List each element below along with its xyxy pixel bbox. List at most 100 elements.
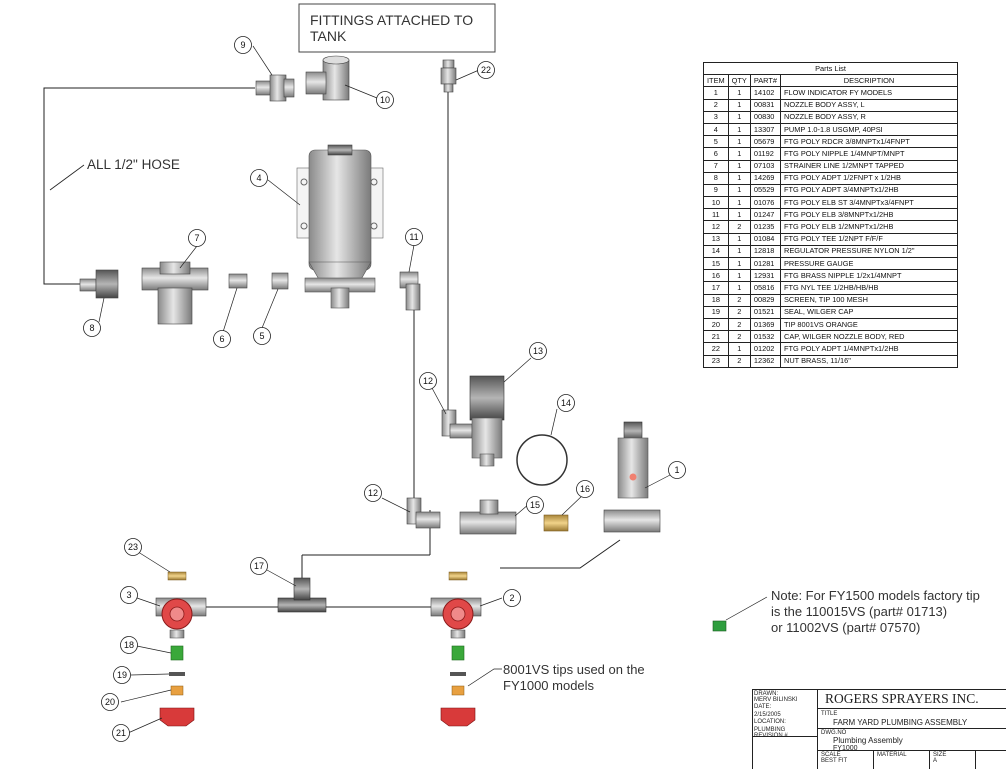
parts-qty: 1 bbox=[727, 147, 751, 161]
parts-description: FTG BRASS NIPPLE 1/2x1/4MNPT bbox=[780, 269, 958, 283]
part-17-tee bbox=[277, 577, 327, 613]
callout-circle bbox=[526, 496, 544, 514]
callout-number: 23 bbox=[128, 542, 138, 552]
parts-description: SCREEN, TIP 100 MESH bbox=[780, 293, 958, 307]
parts-description: SEAL, WILGER CAP bbox=[780, 305, 958, 319]
part-6-nipple bbox=[228, 273, 248, 289]
parts-qty: 2 bbox=[727, 220, 751, 234]
parts-description: FTG POLY NIPPLE 1/4MNPT/MNPT bbox=[780, 147, 958, 161]
parts-number: 12362 bbox=[749, 354, 782, 368]
revision-label: REVISION # bbox=[754, 733, 788, 739]
part-10-street-elbow bbox=[305, 55, 350, 101]
part-8-adapter bbox=[79, 269, 119, 299]
parts-description: FTG POLY ADPT 1/4MNPTx1/2HB bbox=[780, 342, 958, 356]
part-12-elbow-lower bbox=[406, 497, 441, 529]
callout-circle bbox=[112, 724, 130, 742]
note-leader bbox=[725, 596, 768, 621]
callout-circle bbox=[101, 693, 119, 711]
callout-number: 6 bbox=[219, 334, 224, 344]
callout-circle bbox=[376, 91, 394, 109]
callout-circle bbox=[188, 229, 206, 247]
callout-number: 3 bbox=[126, 590, 131, 600]
parts-item: 22 bbox=[703, 342, 729, 356]
parts-item: 13 bbox=[703, 232, 729, 246]
scale-value: BEST FIT bbox=[821, 758, 848, 764]
parts-number: 05816 bbox=[749, 281, 782, 295]
parts-number: 12931 bbox=[749, 269, 782, 283]
callout-number: 11 bbox=[409, 232, 418, 242]
parts-qty: 2 bbox=[727, 354, 751, 368]
parts-header-item: ITEM bbox=[703, 74, 729, 88]
parts-item: 12 bbox=[703, 220, 729, 234]
callout-number: 18 bbox=[124, 640, 134, 650]
callout-circle bbox=[113, 666, 131, 684]
parts-header-part: PART# bbox=[749, 74, 782, 88]
parts-number: 01192 bbox=[749, 147, 782, 161]
parts-item: 7 bbox=[703, 159, 729, 173]
parts-number: 13307 bbox=[749, 122, 782, 137]
callout-number: 9 bbox=[240, 40, 245, 50]
parts-qty: 1 bbox=[727, 110, 751, 124]
part-16-brass-nipple bbox=[543, 514, 569, 532]
parts-qty: 1 bbox=[727, 244, 751, 259]
dwg-line2: FY1000 bbox=[833, 745, 858, 752]
nozzle-right-stack bbox=[430, 571, 482, 727]
part-13-tee bbox=[459, 499, 517, 535]
title-block: DRAWN: MERV BILINSKI DATE: 2/15/2005 LOC… bbox=[752, 689, 1006, 769]
parts-item: 17 bbox=[703, 281, 729, 295]
parts-description: FTG POLY ADPT 1/2FNPT x 1/2HB bbox=[780, 171, 958, 185]
drawing-title: FARM YARD PLUMBING ASSEMBLY bbox=[833, 718, 968, 727]
callout-number: 7 bbox=[194, 233, 199, 243]
parts-number: 14269 bbox=[749, 171, 782, 185]
title-label: TITLE bbox=[821, 711, 838, 717]
callout-number: 4 bbox=[256, 173, 261, 183]
parts-number: 01084 bbox=[749, 232, 782, 246]
callout-circle bbox=[83, 319, 101, 337]
part-15-pressure-gauge bbox=[516, 434, 568, 486]
callout-circle bbox=[477, 61, 495, 79]
parts-item: 16 bbox=[703, 269, 729, 283]
note-tip-icon bbox=[712, 620, 727, 632]
callout-number: 20 bbox=[105, 697, 115, 707]
parts-number: 01235 bbox=[749, 220, 782, 234]
parts-description: FLOW INDICATOR FY MODELS bbox=[780, 86, 958, 100]
callout-circle bbox=[668, 461, 686, 479]
fittings-label-box bbox=[298, 3, 496, 53]
parts-description: FTG POLY ELB 1/2MNPTx1/2HB bbox=[780, 220, 958, 234]
nozzle-left-stack bbox=[155, 571, 207, 727]
callout-number: 5 bbox=[259, 331, 264, 341]
date-label: DATE: bbox=[754, 704, 772, 710]
parts-qty: 2 bbox=[727, 293, 751, 307]
size-value: A bbox=[933, 758, 938, 764]
parts-description: NOZZLE BODY ASSY, R bbox=[780, 110, 958, 124]
parts-description: FTG POLY ELB ST 3/4MNPTx3/4FNPT bbox=[780, 196, 958, 210]
fittings-label-line1: FITTINGS ATTACHED TO bbox=[310, 12, 473, 28]
parts-description: FTG POLY TEE 1/2NPT F/F/F bbox=[780, 232, 958, 246]
parts-number: 00830 bbox=[749, 110, 782, 124]
parts-qty: 2 bbox=[727, 317, 751, 332]
part-22-adapter bbox=[440, 59, 457, 93]
parts-qty: 1 bbox=[727, 208, 751, 222]
parts-item: 8 bbox=[703, 171, 729, 185]
part-1-flow-indicator bbox=[603, 421, 661, 533]
parts-description: FTG POLY RDCR 3/8MNPTx1/4FNPT bbox=[780, 135, 958, 149]
parts-number: 07103 bbox=[749, 159, 782, 173]
part-5-reducer bbox=[271, 272, 289, 290]
size-label: SIZE bbox=[933, 752, 947, 758]
